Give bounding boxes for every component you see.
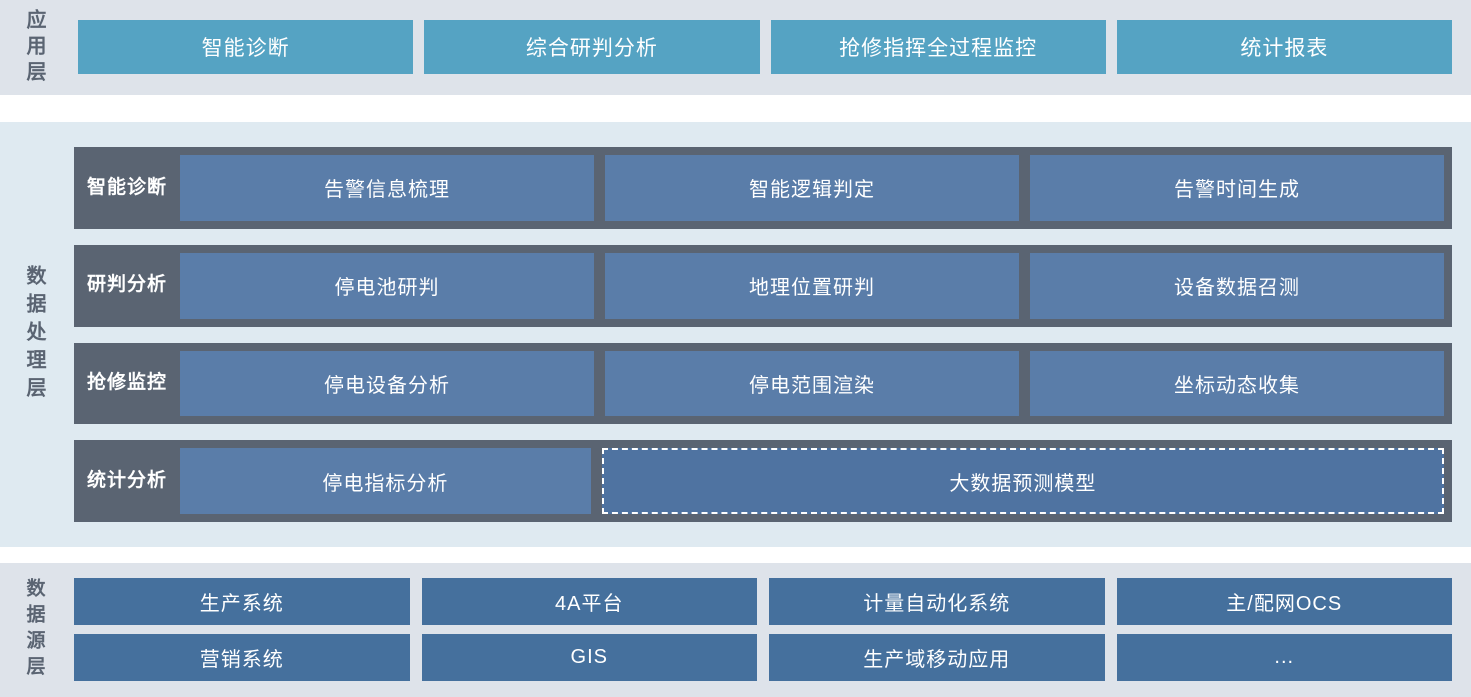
data-source-layer-label: 数据源层	[0, 563, 68, 697]
data-source-row-2: 营销系统 GIS 生产域移动应用 ...	[74, 634, 1452, 681]
proc-cell-big-data-prediction-model[interactable]: 大数据预测模型	[601, 448, 1444, 514]
proc-cell-outage-range-rendering[interactable]: 停电范围渲染	[605, 350, 1019, 417]
proc-cell-geographic-location-analysis[interactable]: 地理位置研判	[605, 252, 1019, 319]
proc-cell-outage-pool-analysis[interactable]: 停电池研判	[180, 252, 594, 319]
proc-row-research-analysis: 研判分析 停电池研判 地理位置研判 设备数据召测	[74, 244, 1452, 327]
data-source-layer: 数据源层 生产系统 4A平台 计量自动化系统 主/配网OCS 营销系统 GIS …	[0, 563, 1471, 697]
proc-cell-alarm-info-sorting[interactable]: 告警信息梳理	[180, 155, 594, 221]
app-box-statistics-report[interactable]: 统计报表	[1116, 20, 1452, 74]
application-layer-label-text: 应用层	[23, 8, 45, 87]
proc-row-label-statistical-analysis: 统计分析	[86, 469, 167, 491]
proc-cells-research-analysis: 停电池研判 地理位置研判 设备数据召测	[180, 252, 1444, 319]
proc-row-intelligent-diagnosis: 智能诊断 告警信息梳理 智能逻辑判定 告警时间生成	[74, 147, 1452, 229]
data-processing-layer-label-text: 数据处理层	[23, 264, 45, 405]
data-source-row-1: 生产系统 4A平台 计量自动化系统 主/配网OCS	[74, 578, 1452, 625]
data-processing-layer: 数据处理层 智能诊断 告警信息梳理 智能逻辑判定 告警时间生成 研判分析 停电池…	[0, 122, 1471, 547]
proc-cell-coordinate-dynamic-collection[interactable]: 坐标动态收集	[1030, 350, 1444, 417]
proc-row-label-intelligent-diagnosis: 智能诊断	[86, 176, 167, 198]
proc-cells-repair-monitoring: 停电设备分析 停电范围渲染 坐标动态收集	[180, 350, 1444, 417]
app-box-repair-monitoring[interactable]: 抢修指挥全过程监控	[770, 20, 1106, 74]
proc-row-statistical-analysis: 统计分析 停电指标分析 大数据预测模型	[74, 440, 1452, 522]
data-processing-layer-body: 智能诊断 告警信息梳理 智能逻辑判定 告警时间生成 研判分析 停电池研判 地理位…	[68, 122, 1471, 547]
proc-row-label-repair-monitoring: 抢修监控	[86, 372, 167, 394]
application-layer: 应用层 智能诊断 综合研判分析 抢修指挥全过程监控 统计报表	[0, 0, 1471, 95]
proc-cell-alarm-time-generation[interactable]: 告警时间生成	[1030, 155, 1444, 221]
src-box-production-system[interactable]: 生产系统	[74, 578, 410, 625]
application-layer-label: 应用层	[0, 0, 68, 95]
src-box-gis[interactable]: GIS	[421, 634, 757, 681]
proc-cells-statistical-analysis: 停电指标分析 大数据预测模型	[180, 448, 1444, 514]
src-box-4a-platform[interactable]: 4A平台	[421, 578, 757, 625]
proc-cell-outage-device-analysis[interactable]: 停电设备分析	[180, 350, 594, 417]
proc-row-label-research-analysis: 研判分析	[86, 274, 167, 296]
proc-row-repair-monitoring: 抢修监控 停电设备分析 停电范围渲染 坐标动态收集	[74, 342, 1452, 425]
data-source-layer-label-text: 数据源层	[23, 578, 45, 682]
app-box-intelligent-diagnosis[interactable]: 智能诊断	[78, 20, 414, 74]
src-box-production-mobile-application[interactable]: 生产域移动应用	[769, 634, 1105, 681]
data-source-layer-body: 生产系统 4A平台 计量自动化系统 主/配网OCS 营销系统 GIS 生产域移动…	[68, 563, 1471, 697]
src-box-main-distribution-ocs[interactable]: 主/配网OCS	[1116, 578, 1452, 625]
proc-cell-outage-index-analysis[interactable]: 停电指标分析	[180, 448, 591, 514]
proc-cell-device-data-retrieval[interactable]: 设备数据召测	[1030, 252, 1444, 319]
src-box-metering-automation-system[interactable]: 计量自动化系统	[769, 578, 1105, 625]
src-box-marketing-system[interactable]: 营销系统	[74, 634, 410, 681]
application-layer-body: 智能诊断 综合研判分析 抢修指挥全过程监控 统计报表	[68, 0, 1471, 95]
app-box-comprehensive-analysis[interactable]: 综合研判分析	[424, 20, 760, 74]
proc-cells-intelligent-diagnosis: 告警信息梳理 智能逻辑判定 告警时间生成	[180, 155, 1444, 221]
src-box-more[interactable]: ...	[1116, 634, 1452, 681]
data-processing-layer-label: 数据处理层	[0, 122, 68, 547]
proc-cell-intelligent-logic-judgment[interactable]: 智能逻辑判定	[605, 155, 1019, 221]
